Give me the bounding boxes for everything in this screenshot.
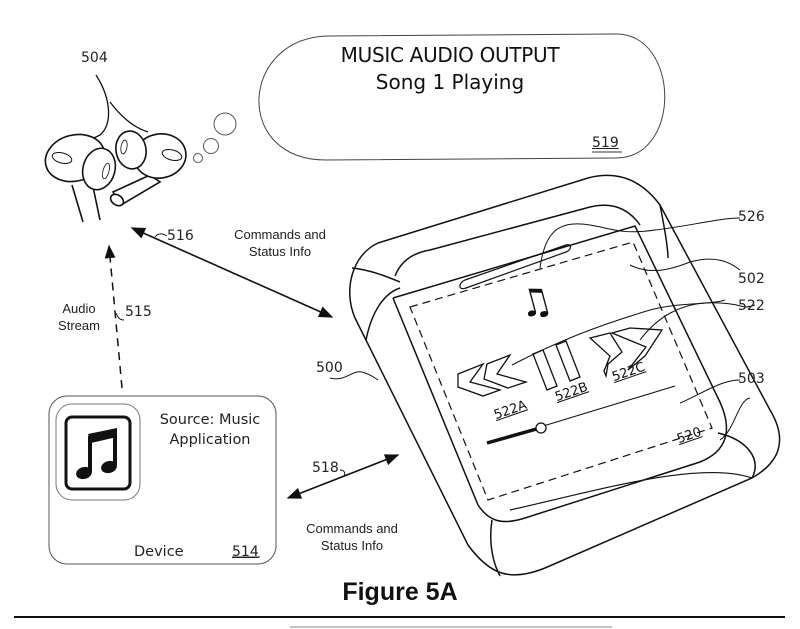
ref-504: 504 [81, 50, 108, 66]
fast-forward-icon [588, 327, 664, 379]
leader-518 [339, 469, 346, 477]
audio-stream-arrow [104, 244, 123, 389]
ref-503: 503 [738, 371, 765, 387]
bubble-dot-medium [203, 138, 219, 154]
ref-515: 515 [125, 304, 152, 320]
thought-bubble [193, 33, 666, 163]
bubble-subtitle: Song 1 Playing [375, 70, 525, 94]
device-label: Device [134, 544, 184, 560]
ref-514: 514 [232, 544, 259, 560]
ref-516: 516 [167, 228, 194, 244]
ref-518: 518 [312, 460, 339, 476]
bubble-title: MUSIC AUDIO OUTPUT [340, 43, 560, 67]
bubble-dot-small [193, 153, 203, 163]
music-note-icon [76, 428, 117, 480]
ref-502: 502 [738, 271, 765, 287]
figure-caption: Figure 5A [342, 578, 458, 606]
commands-label-516: Commands and Status Info [234, 227, 326, 259]
leader-516 [154, 233, 168, 238]
device-source-label: Source: Music Application [159, 412, 261, 448]
ref-519: 519 [592, 135, 619, 151]
bubble-dot-large [213, 112, 237, 136]
commands-label-518: Commands and Status Info [306, 521, 398, 553]
rewind-icon [457, 353, 529, 397]
bubble-text: MUSIC AUDIO OUTPUT Song 1 Playing [240, 42, 660, 96]
earbuds-illustration [44, 74, 187, 223]
leader-515 [115, 312, 125, 321]
progress-knob [535, 422, 547, 434]
audio-stream-label: Audio Stream [58, 301, 100, 333]
ref-500: 500 [316, 360, 343, 376]
commands-arrow-516 [130, 227, 334, 318]
device-box [48, 395, 277, 565]
ref-526: 526 [738, 209, 765, 225]
commands-arrow-518 [286, 454, 400, 499]
pause-icon [532, 340, 581, 391]
charging-case [329, 174, 781, 577]
ref-522: 522 [738, 298, 765, 314]
